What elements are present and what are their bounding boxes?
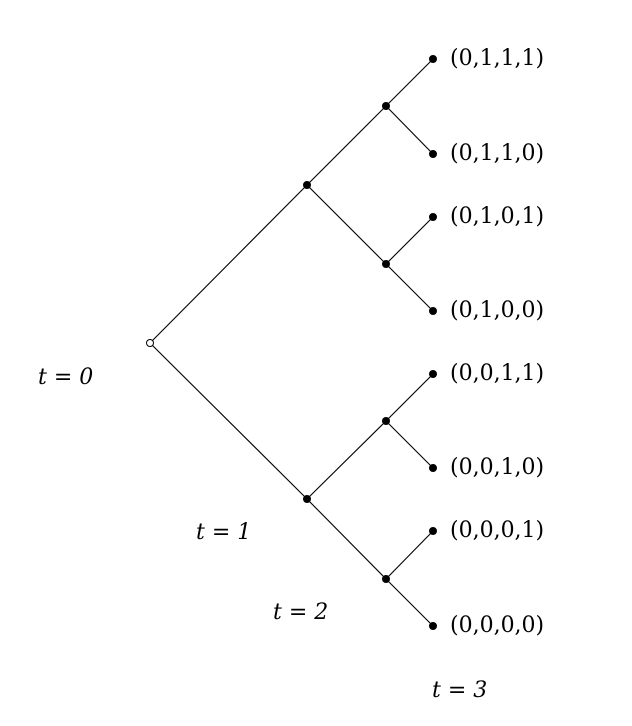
tree-node — [429, 307, 437, 315]
tree-edge — [306, 105, 387, 186]
time-label-0: t = 0 — [38, 365, 94, 390]
tree-node — [382, 417, 390, 425]
tree-node — [429, 213, 437, 221]
tree-edge — [385, 530, 434, 580]
tree-edge — [385, 578, 434, 627]
tree-edge — [385, 373, 434, 422]
tree-node — [429, 150, 437, 158]
tree-node — [382, 575, 390, 583]
leaf-label: (0,1,1,0) — [450, 141, 545, 166]
leaf-label: (0,1,1,1) — [450, 46, 545, 71]
tree-node — [429, 55, 437, 63]
leaf-label: (0,0,0,0) — [450, 613, 545, 638]
tree-edge — [385, 58, 434, 107]
tree-edge — [385, 263, 434, 312]
time-label-2: t = 2 — [273, 600, 329, 625]
tree-edge — [385, 420, 434, 469]
leaf-label: (0,1,0,1) — [450, 204, 545, 229]
tree-edge — [149, 184, 308, 344]
tree-node — [429, 527, 437, 535]
tree-edge — [306, 420, 387, 500]
tree-edge — [149, 342, 308, 500]
tree-node — [429, 370, 437, 378]
tree-node — [429, 622, 437, 630]
time-label-1: t = 1 — [196, 520, 252, 545]
tree-node — [303, 181, 311, 189]
leaf-label: (0,1,0,0) — [450, 298, 545, 323]
root-node — [146, 339, 154, 347]
tree-edge — [306, 498, 387, 580]
leaf-label: (0,0,1,1) — [450, 361, 545, 386]
tree-edge — [385, 105, 434, 155]
leaf-label: (0,0,0,1) — [450, 518, 545, 543]
time-label-3: t = 3 — [432, 678, 488, 703]
tree-node — [382, 102, 390, 110]
tree-node — [429, 464, 437, 472]
tree-node — [382, 260, 390, 268]
tree-edge — [385, 216, 434, 265]
tree-node — [303, 495, 311, 503]
leaf-label: (0,0,1,0) — [450, 455, 545, 480]
tree-edge — [306, 184, 387, 265]
